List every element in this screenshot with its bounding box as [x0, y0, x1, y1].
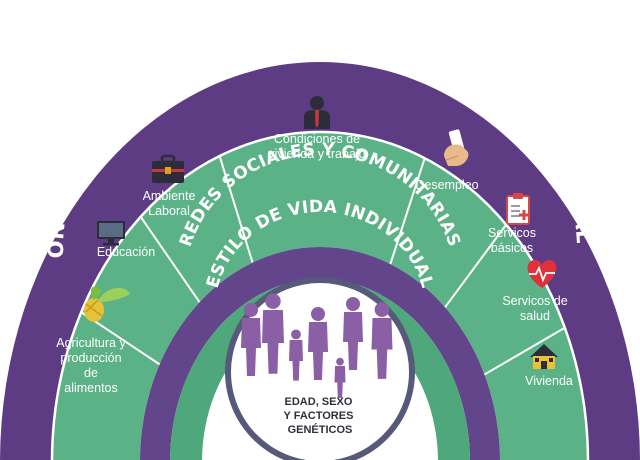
segment-divider	[483, 326, 566, 376]
clipboard-medical-icon	[506, 193, 530, 225]
segment-label: Vivienda	[525, 374, 573, 388]
house-icon	[530, 344, 558, 369]
hand-document-icon	[444, 129, 469, 166]
services-ring-outline	[50, 130, 590, 460]
person-silhouette	[308, 307, 328, 380]
person-silhouette	[262, 293, 284, 374]
person-silhouette	[343, 297, 363, 370]
monitor-icon	[97, 221, 125, 246]
segment-divider	[218, 155, 254, 263]
segment-dividers	[50, 130, 590, 460]
person-silhouette	[289, 329, 303, 381]
segment-label: Desempleo	[415, 178, 478, 192]
social-band	[140, 247, 500, 460]
person-silhouette	[241, 303, 261, 376]
core-label: EDAD, SEXO Y FACTORES GENÉTICOS	[284, 396, 357, 436]
people-silhouettes-icon	[241, 293, 393, 398]
briefcase-icon	[152, 154, 184, 183]
heart-pulse-icon	[527, 260, 557, 288]
plant-icon	[84, 286, 130, 322]
worker-icon	[304, 96, 330, 129]
person-silhouette	[371, 302, 393, 379]
segment-label: Educación	[97, 245, 155, 259]
segment-divider	[444, 224, 507, 308]
segment-divider	[139, 216, 201, 303]
segment-divider	[389, 157, 426, 265]
services-ring	[52, 132, 588, 460]
person-silhouette	[334, 357, 346, 398]
